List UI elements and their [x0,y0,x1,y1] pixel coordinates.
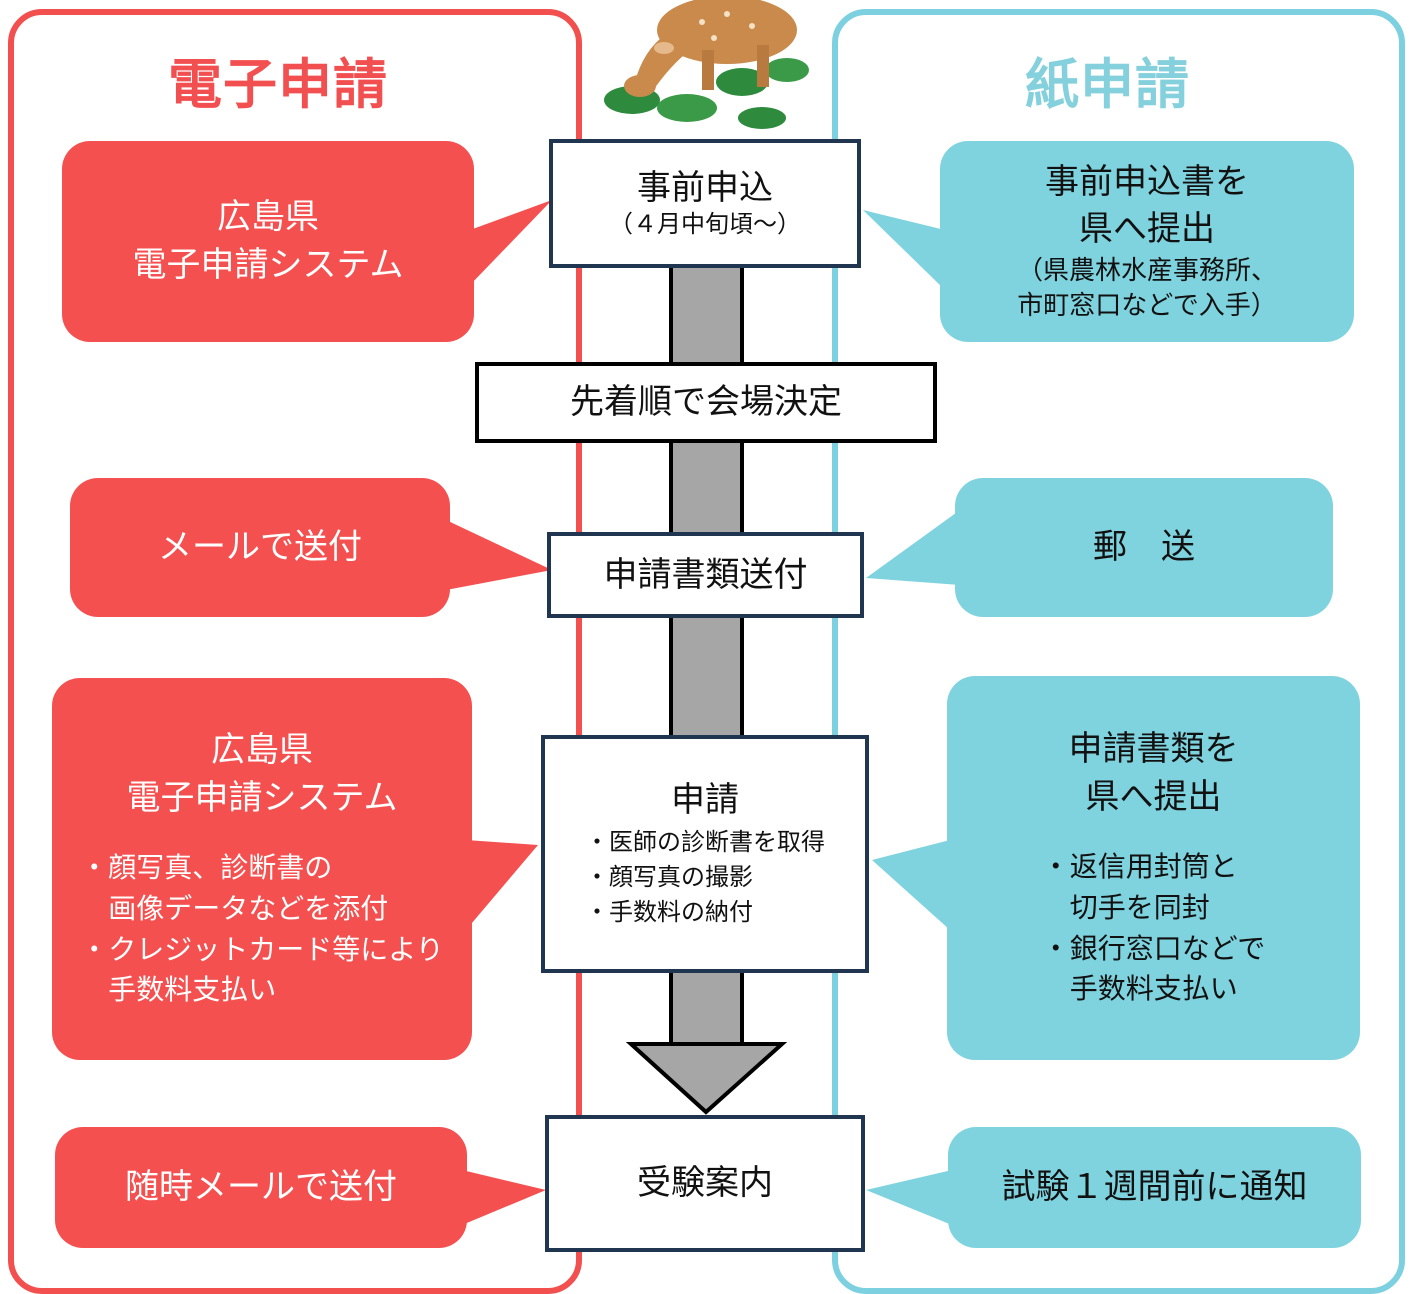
deer-icon [624,0,797,97]
step-apply-item: ・医師の診断書を取得 [585,828,825,857]
step-pre-period: （４月中旬頃～） [609,210,801,239]
deer-illustration [604,0,809,129]
bubble-sub: 市町窓口などで入手） [1017,291,1277,322]
bubble-line: 県へ提出 [1079,209,1215,250]
bubble-item: 画像データなどを添付 [80,892,389,925]
step-venue-title: 先着順で会場決定 [570,382,842,423]
bubble-text: 随時メールで送付 [125,1166,397,1207]
step-exam-title: 受験案内 [637,1163,773,1204]
step-pre-title: 事前申込 [637,167,773,208]
bubble-line: 県へ提出 [1085,776,1222,817]
paper-apply-bubble: 申請書類を 県へ提出 ・返信用封筒と 切手を同封 ・銀行窓口などで 手数料支払い [947,676,1360,1060]
bubble-item: 切手を同封 [1041,891,1210,924]
bubble-item: 手数料支払い [1041,972,1238,1006]
step-docs-title: 申請書類送付 [603,554,808,595]
paper-exam-bubble: 試験１週間前に通知 [948,1127,1361,1248]
step-apply-item: ・手数料の納付 [585,897,753,926]
bubble-line: 電子申請システム [132,244,404,285]
step-application: 申請 ・医師の診断書を取得 ・顔写真の撮影 ・手数料の納付 [541,735,869,973]
step-venue-decision: 先着順で会場決定 [475,362,937,443]
bubble-text: 郵 送 [1093,526,1195,567]
paper-pre-bubble: 事前申込書を 県へ提出 （県農林水産事務所、 市町窓口などで入手） [940,141,1354,342]
electronic-exam-bubble: 随時メールで送付 [55,1127,467,1248]
bubble-text: 試験１週間前に通知 [1001,1166,1308,1207]
title-electronic: 電子申請 [168,53,388,116]
bubble-text: メールで送付 [158,526,362,567]
bubble-item: ・銀行窓口などで [1041,931,1266,965]
electronic-pre-bubble: 広島県 電子申請システム [62,141,474,342]
grass-icon [604,58,809,129]
electronic-docs-bubble: メールで送付 [70,478,450,617]
step-exam-guide: 受験案内 [545,1115,865,1252]
step-pre-application: 事前申込 （４月中旬頃～） [549,139,861,268]
bubble-item: ・返信用封筒と [1041,850,1238,884]
bubble-line: 広島県 [217,196,319,237]
step-apply-item: ・顔写真の撮影 [585,862,753,891]
bubble-item: ・クレジットカード等により [80,932,444,966]
step-apply-title: 申請 [671,779,739,820]
bubble-item: ・顔写真、診断書の [80,851,333,885]
paper-docs-bubble: 郵 送 [955,478,1333,617]
electronic-apply-bubble: 広島県 電子申請システム ・顔写真、診断書の 画像データなどを添付 ・クレジット… [52,678,472,1060]
title-paper: 紙申請 [1025,53,1190,116]
bubble-item: 手数料支払い [80,973,277,1007]
bubble-line: 事前申込書を [1045,161,1249,202]
bubble-line: 電子申請システム [126,777,398,818]
bubble-line: 広島県 [211,730,313,771]
bubble-sub: （県農林水産事務所、 [1016,256,1277,286]
step-documents-sent: 申請書類送付 [547,532,864,618]
bubble-line: 申請書類を [1068,729,1239,770]
